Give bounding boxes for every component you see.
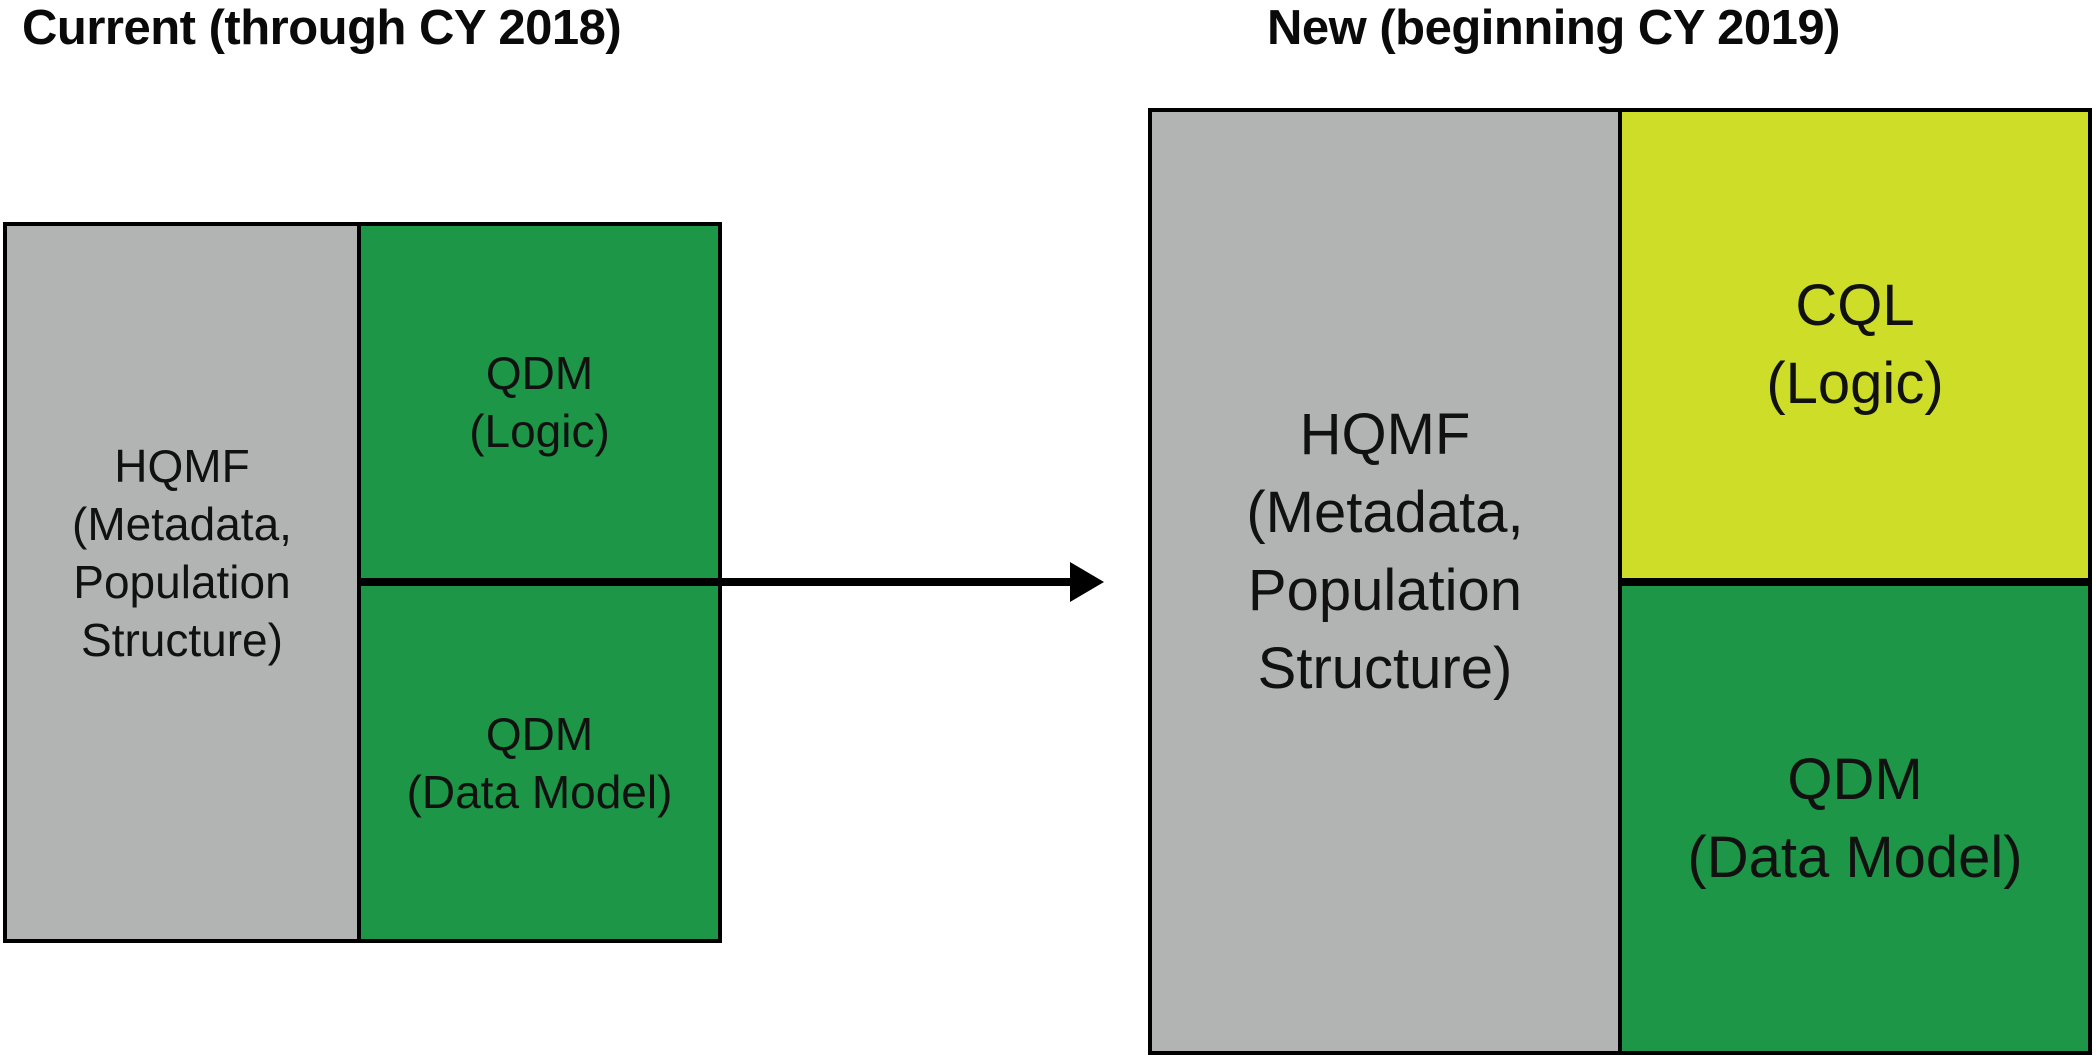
current-qdm-datamodel-cell: QDM (Data Model): [361, 586, 718, 939]
current-title: Current (through CY 2018): [22, 1, 622, 55]
new-cql-logic-label: CQL (Logic): [1766, 273, 1944, 416]
current-hqmf-label: HQMF (Metadata, Population Structure): [72, 439, 292, 666]
new-box: HQMF (Metadata, Population Structure) CQ…: [1148, 108, 2092, 1055]
arrow-line: [722, 578, 1074, 586]
current-qdm-datamodel-label: QDM (Data Model): [406, 707, 673, 818]
new-qdm-datamodel-label: QDM (Data Model): [1687, 746, 2023, 890]
current-logic-datamodel-divider: [361, 578, 718, 586]
current-hqmf-cell: HQMF (Metadata, Population Structure): [7, 226, 361, 939]
arrow-head-icon: [1070, 562, 1104, 602]
new-right-column: CQL (Logic) QDM (Data Model): [1622, 112, 2088, 1051]
current-qdm-logic-label: QDM (Logic): [469, 347, 610, 457]
current-box: HQMF (Metadata, Population Structure) QD…: [3, 222, 722, 943]
new-hqmf-cell: HQMF (Metadata, Population Structure): [1152, 112, 1622, 1051]
transition-arrow: [722, 562, 1104, 602]
new-qdm-datamodel-cell: QDM (Data Model): [1622, 586, 2088, 1051]
new-logic-datamodel-divider: [1622, 578, 2088, 586]
new-title: New (beginning CY 2019): [1267, 1, 1840, 55]
new-hqmf-label: HQMF (Metadata, Population Structure): [1246, 401, 1524, 701]
current-qdm-logic-cell: QDM (Logic): [361, 226, 718, 578]
new-cql-logic-cell: CQL (Logic): [1622, 112, 2088, 578]
current-right-column: QDM (Logic) QDM (Data Model): [361, 226, 718, 939]
